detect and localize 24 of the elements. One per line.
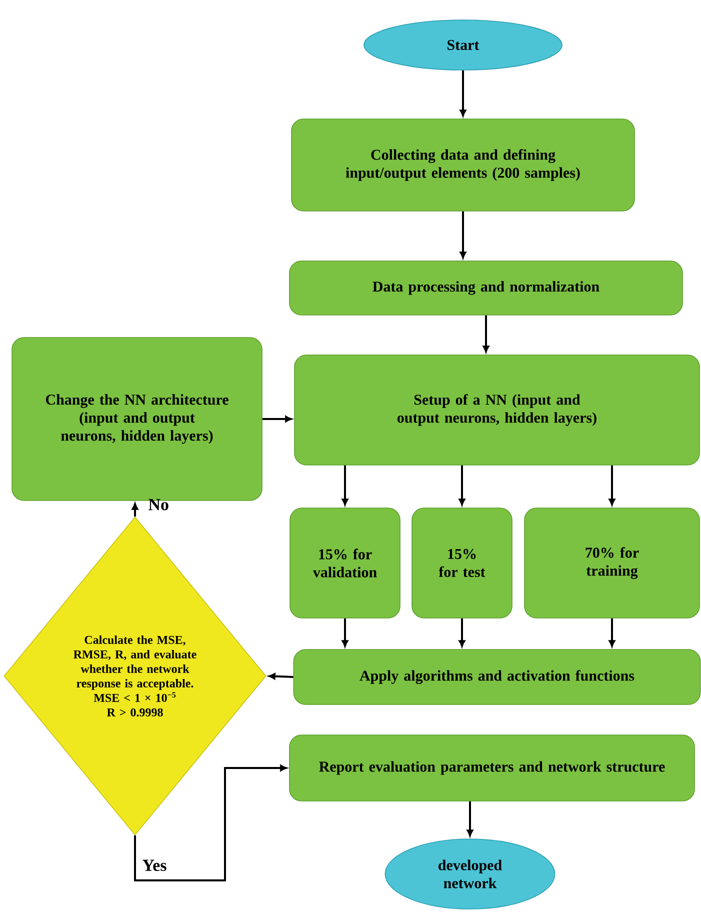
arrow — [132, 503, 138, 517]
process-box: 70% for training — [524, 508, 700, 618]
arrow — [342, 465, 348, 506]
arrow — [466, 801, 474, 836]
process-box: Data processing and normalization — [289, 260, 683, 316]
arrow — [608, 618, 616, 647]
process-box: Collecting data and defining input/output elements (200 samples) — [291, 118, 635, 212]
process-box: 15% for validation — [290, 508, 400, 618]
arrow — [460, 211, 466, 258]
arrow — [268, 673, 294, 680]
arrow — [134, 764, 287, 882]
process-box: Apply algorithms and activation functions — [293, 649, 701, 705]
arrow — [458, 618, 466, 647]
arrow — [482, 315, 490, 352]
process-box: Setup of a NN (input and output neurons, hidden layers) — [294, 354, 700, 466]
arrow — [342, 618, 348, 647]
process-box: 15% for test — [412, 508, 512, 618]
arrow — [460, 70, 466, 116]
arrow — [608, 465, 616, 506]
edge-label: No — [148, 498, 168, 510]
edge-label: Yes — [142, 860, 166, 872]
process-box: Report evaluation parameters and network structure — [289, 734, 695, 802]
arrow — [458, 465, 466, 506]
arrow — [262, 416, 292, 422]
